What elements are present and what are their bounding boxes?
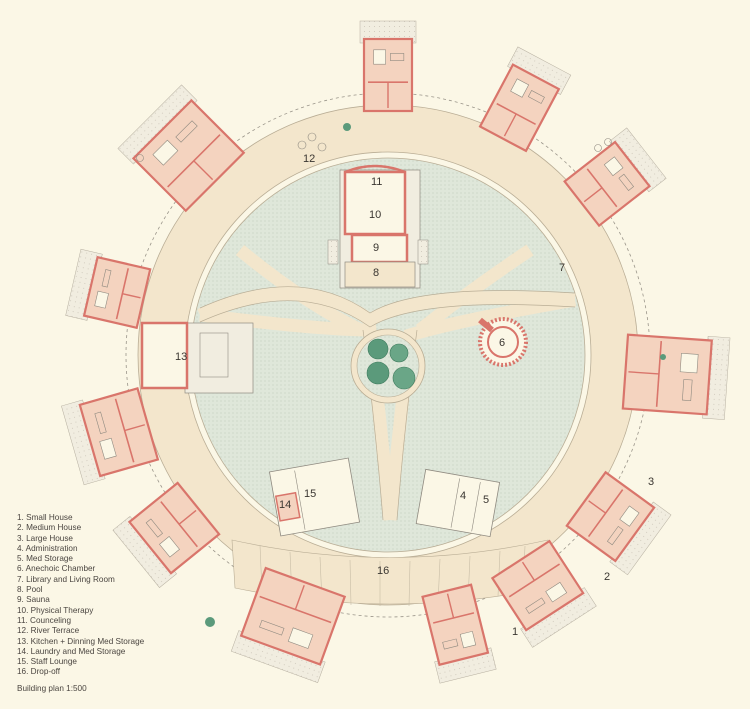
label-sauna: 9: [373, 242, 379, 254]
bed-icon: [619, 505, 640, 527]
plant-icon: [205, 123, 666, 627]
label-drop-off: 16: [377, 565, 389, 577]
legend-item: 15. Staff Lounge: [17, 657, 77, 667]
sofa-icon: [606, 525, 624, 546]
bed-icon: [510, 78, 530, 98]
house-medium: [490, 539, 597, 648]
house-medium: [565, 470, 672, 576]
house-medium: [61, 386, 160, 486]
house-large: [621, 333, 731, 420]
legend-item: 7. Library and Living Room: [17, 574, 115, 584]
tree-icon: [366, 338, 416, 390]
legend-item: 13. Kitchen + Dinning Med Storage: [17, 636, 145, 646]
label-large-house: 3: [648, 476, 654, 488]
sofa-icon: [442, 638, 459, 650]
bed-icon: [152, 139, 179, 166]
legend-item: 16. Drop-off: [17, 667, 61, 677]
bed-icon: [545, 581, 568, 603]
sofa-icon: [145, 518, 163, 538]
sofa-icon: [527, 90, 545, 104]
sofa-icon: [390, 53, 405, 61]
bed-icon: [99, 437, 117, 460]
label-medium-house: 2: [604, 571, 610, 583]
anechoic-chamber: [478, 317, 528, 367]
house-units: [61, 20, 731, 684]
legend-item: 6. Anechoic Chamber: [17, 564, 96, 574]
bed-icon: [373, 49, 386, 65]
label-river-terrace: 12: [303, 153, 315, 165]
legend-item: 4. Administration: [17, 543, 78, 553]
legend-item: 9. Sauna: [17, 595, 50, 605]
label-med-storage: 5: [483, 494, 489, 506]
house-large: [230, 566, 347, 684]
sofa-icon: [175, 120, 198, 143]
sofa-icon: [525, 597, 546, 614]
label-small-house: 1: [512, 626, 518, 638]
house-large: [117, 84, 246, 213]
sofa-icon: [101, 269, 112, 288]
scale-note: Building plan 1:500: [17, 684, 87, 693]
label-staff-lounge: 15: [304, 488, 316, 500]
administration-block: [415, 468, 501, 538]
label-counceling: 11: [371, 176, 382, 188]
legend: 1. Small House 2. Medium House 3. Large …: [17, 513, 144, 678]
bed-icon: [94, 290, 109, 309]
house-small: [478, 46, 572, 153]
legend-item: 5. Med Storage: [17, 554, 73, 564]
bed-icon: [679, 352, 699, 374]
bed-icon: [603, 156, 624, 177]
label-laundry: 14: [279, 499, 291, 511]
sofa-icon: [259, 619, 285, 636]
house-small: [421, 583, 497, 684]
kitchen-block: [140, 321, 254, 394]
bed-icon: [159, 536, 180, 558]
legend-item: 2. Medium House: [17, 523, 82, 533]
label-physical-therapy: 10: [369, 209, 381, 221]
legend-item: 14. Laundry and Med Storage: [17, 646, 126, 656]
legend-item: 12. River Terrace: [17, 626, 80, 636]
legend-item: 10. Physical Therapy: [17, 605, 94, 615]
label-library: 7: [559, 262, 565, 274]
legend-item: 11. Counceling: [17, 615, 72, 625]
legend-item: 8. Pool: [17, 585, 43, 595]
sofa-icon: [94, 411, 107, 434]
wellness-block: [327, 164, 429, 289]
sofa-icon: [682, 379, 693, 401]
label-pool: 8: [373, 267, 379, 279]
sofa-icon: [618, 173, 634, 191]
house-medium: [65, 248, 152, 330]
legend-item: 1. Small House: [17, 513, 73, 522]
bed-icon: [459, 630, 477, 649]
label-administration: 4: [460, 490, 466, 502]
staff-block: [269, 457, 361, 537]
legend-item: 3. Large House: [17, 533, 73, 543]
label-kitchen: 13: [175, 351, 187, 363]
house-small: [563, 127, 667, 228]
garden-paths: [197, 244, 577, 521]
table-icon: [136, 132, 612, 162]
label-anechoic-chamber: 6: [499, 337, 505, 349]
house-medium: [112, 481, 221, 589]
house-small: [359, 20, 417, 113]
bed-icon: [287, 627, 314, 649]
